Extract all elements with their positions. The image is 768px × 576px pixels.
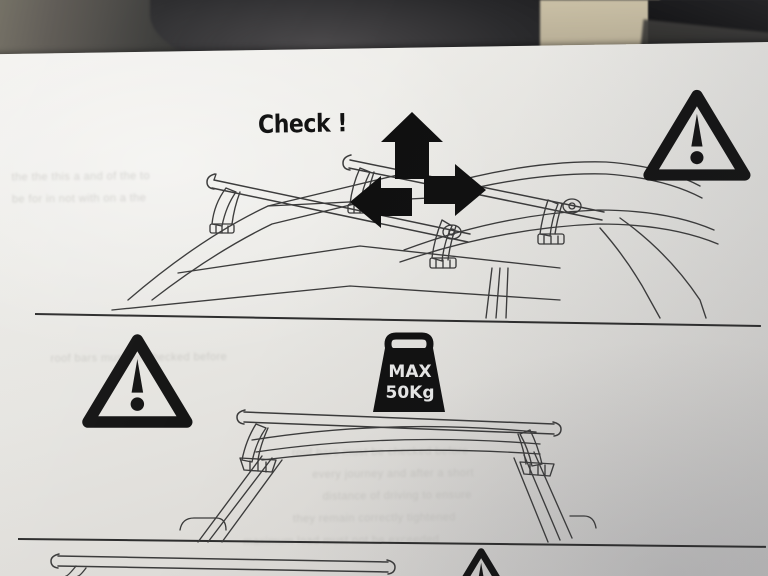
foot-third-b bbox=[77, 567, 87, 576]
a-pillar-left-mid bbox=[207, 457, 273, 543]
bar-foot-rear-right bbox=[537, 198, 582, 245]
cross-bar-front bbox=[206, 173, 471, 243]
rear-window-edge bbox=[599, 227, 661, 319]
bar-foot-front-right bbox=[429, 219, 457, 269]
max-load-label-line1: MAX bbox=[388, 362, 432, 382]
bar-foot-front-left bbox=[209, 187, 241, 234]
a-pillar-left-inner bbox=[221, 459, 283, 543]
foot-third-a bbox=[65, 565, 77, 576]
pillar-line-a bbox=[485, 267, 493, 319]
windscreen-top bbox=[261, 449, 541, 461]
arrow-right-icon bbox=[424, 164, 486, 216]
pillar-line-b bbox=[495, 267, 501, 319]
bar-foot-right-front-view bbox=[517, 429, 555, 477]
cross-bar-third-bottom bbox=[57, 565, 389, 573]
panel-max-load-illustration bbox=[179, 409, 597, 543]
roof-seam-front bbox=[177, 245, 561, 274]
windscreen-edge bbox=[127, 171, 411, 301]
roof-seam-mid bbox=[111, 285, 561, 311]
pillar-line-c bbox=[505, 267, 509, 319]
direction-arrows bbox=[350, 112, 486, 228]
roof-rail-far-bottom bbox=[441, 173, 703, 199]
windscreen-inner bbox=[151, 191, 405, 301]
max-load-label-line2: 50Kg bbox=[385, 383, 435, 403]
roof-top-line bbox=[251, 425, 537, 441]
rear-pillar-right bbox=[619, 217, 707, 319]
arrow-left-icon bbox=[350, 176, 412, 228]
mirror-right bbox=[569, 515, 597, 529]
warning-triangle-icon-top bbox=[649, 95, 745, 175]
cross-bar-third-top bbox=[57, 555, 389, 563]
panel-third-illustration bbox=[50, 553, 396, 576]
max-load-weight-icon bbox=[373, 332, 445, 412]
mirror-left bbox=[179, 517, 227, 531]
bar-end-knob-front bbox=[442, 224, 462, 240]
panel-check-illustration bbox=[111, 154, 719, 319]
cross-bar-front-view bbox=[236, 409, 562, 437]
warning-triangle-icon-third bbox=[452, 552, 510, 576]
a-pillar-right-outer bbox=[533, 451, 573, 539]
a-pillar-left-outer bbox=[197, 455, 263, 543]
warning-triangle-icon-bottom bbox=[88, 340, 187, 422]
bar-foot-left-front-view bbox=[239, 423, 277, 473]
roof-rail-near-bottom bbox=[399, 223, 719, 263]
a-pillar-right-inner bbox=[513, 457, 549, 543]
roof-inner-line bbox=[255, 438, 541, 453]
arrow-up-icon bbox=[381, 112, 443, 179]
